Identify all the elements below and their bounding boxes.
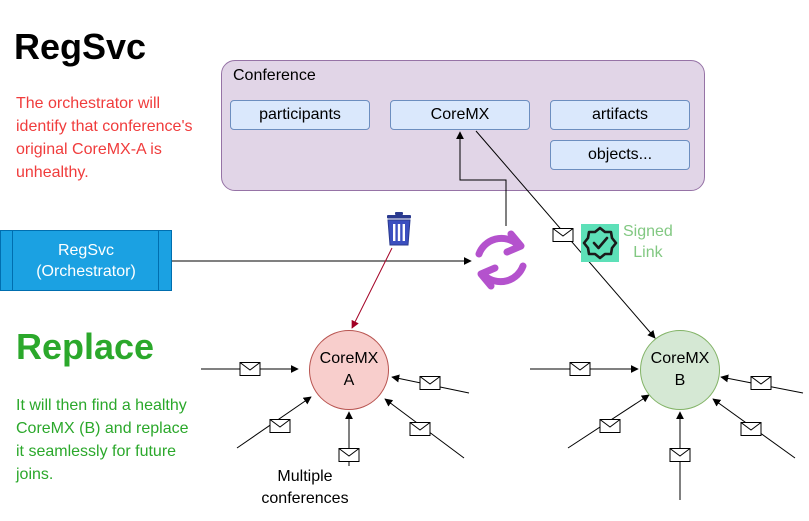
coremx-a-line1: CoreMX <box>319 350 379 367</box>
envelope-icon <box>552 228 574 242</box>
envelope-icon <box>599 419 621 433</box>
refresh-cycle-icon <box>475 230 527 290</box>
conference-label: Conference <box>233 67 316 84</box>
envelope-icon <box>269 419 291 433</box>
envelope-icon <box>750 376 772 390</box>
artifacts-item: artifacts <box>550 100 690 130</box>
signed-link-line2: Link <box>633 244 663 261</box>
orchestrator-divider-right <box>158 230 159 291</box>
trash-icon <box>387 212 411 246</box>
regsvc-note: The orchestrator will identify that conf… <box>16 95 193 181</box>
orchestrator-divider-left <box>12 230 13 291</box>
envelope-icon <box>740 422 762 436</box>
coremx-a-node: CoreMX A <box>309 330 389 410</box>
coremx-b-line2: B <box>674 372 686 389</box>
coremx-b-line1: CoreMX <box>650 350 710 367</box>
coremx-item: CoreMX <box>390 100 530 130</box>
envelope-icon <box>569 362 591 376</box>
objects-item: objects... <box>550 140 690 170</box>
participants-item: participants <box>230 100 370 130</box>
multiple-line1: Multiple <box>277 468 333 485</box>
replace-note: It will then find a healthy CoreMX (B) a… <box>16 397 189 483</box>
refresh-to-coremx-edge <box>456 131 507 226</box>
trash-to-a-edge <box>351 247 393 329</box>
verified-badge-icon <box>581 224 619 262</box>
multiple-conferences-caption: Multiple conferences <box>252 466 358 510</box>
signed-link-line1: Signed <box>623 223 673 240</box>
orchestrator-line1: RegSvc <box>57 241 114 259</box>
envelope-icon <box>239 362 261 376</box>
orchestrator-line2: (Orchestrator) <box>36 262 136 280</box>
regsvc-title: RegSvc <box>14 26 147 67</box>
coremx-a-line2: A <box>343 372 355 389</box>
orchestrator-block: RegSvc (Orchestrator) <box>0 230 172 291</box>
envelope-icon <box>419 376 441 390</box>
signed-link-label: Signed Link <box>623 221 673 263</box>
coremx-b-node: CoreMX B <box>640 330 720 410</box>
multiple-line2: conferences <box>261 490 349 507</box>
envelope-icon <box>338 448 360 462</box>
envelope-icon <box>409 422 431 436</box>
replace-title: Replace <box>16 326 155 367</box>
envelope-icon <box>669 448 691 462</box>
